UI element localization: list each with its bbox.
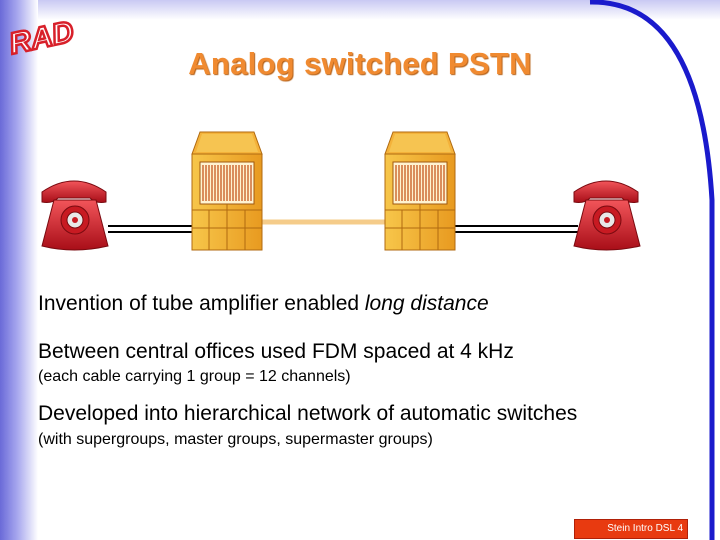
sub-cable-channels: (each cable carrying 1 group = 12 channe… — [38, 368, 351, 385]
footer-text: Stein Intro DSL 4 — [607, 523, 683, 534]
bullet-hierarchical-network: Developed into hierarchical network of a… — [38, 402, 578, 425]
footer-badge: Stein Intro DSL 4 — [574, 519, 688, 539]
top-band — [0, 0, 720, 20]
telephone-icon — [41, 180, 109, 251]
bullet-tube-amplifier: Invention of tube amplifier enabled long… — [38, 292, 489, 315]
sub-supergroups: (with supergroups, master groups, superm… — [38, 431, 433, 448]
bullet-fdm: Between central offices used FDM spaced … — [38, 340, 514, 363]
link-left — [108, 225, 192, 233]
telephone-icon — [573, 180, 641, 251]
central-office-icon — [191, 131, 263, 251]
slide-title: Analog switched PSTN — [188, 46, 532, 81]
rad-logo: RAD — [5, 14, 74, 58]
italic-long-distance: long distance — [364, 292, 489, 315]
left-band — [0, 0, 38, 540]
pstn-diagram — [41, 131, 641, 251]
central-office-icon — [384, 131, 456, 251]
link-right — [455, 225, 578, 233]
